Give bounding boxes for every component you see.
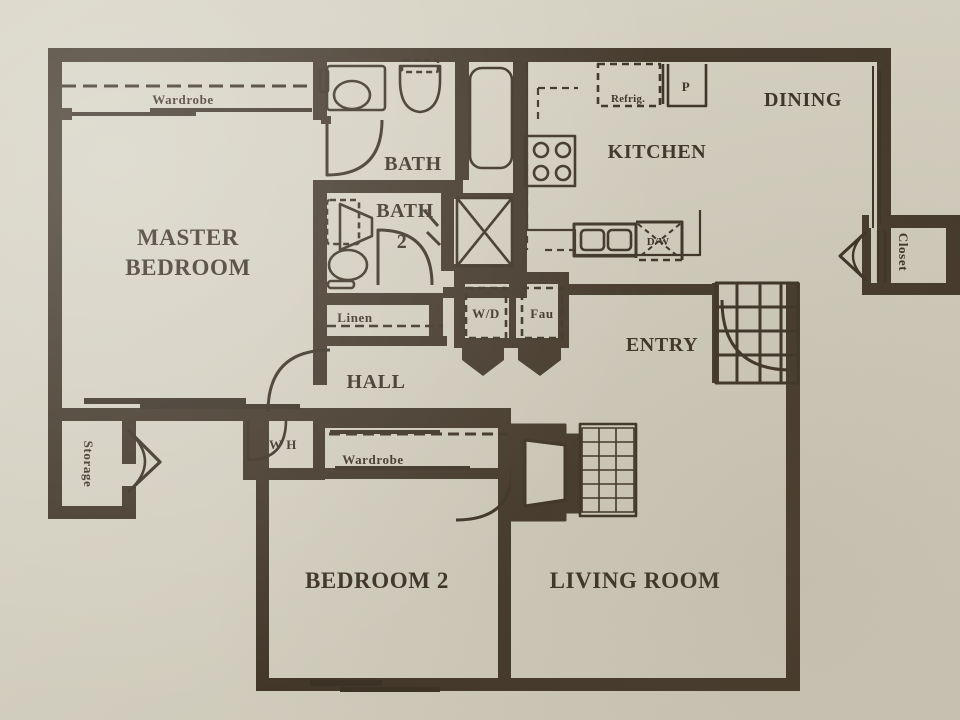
fixtures-group <box>62 58 887 692</box>
label-bedroom-2: BEDROOM 2 <box>305 568 449 593</box>
label-dining: DINING <box>764 89 842 111</box>
label-washer-dryer: W/D <box>472 306 500 321</box>
label-living-room: LIVING ROOM <box>550 568 721 593</box>
label-water-heater: W H <box>269 437 297 452</box>
label-dishwasher: D/W <box>647 236 670 248</box>
label-storage: Storage <box>81 441 96 488</box>
label-master-bedroom-line2: BEDROOM <box>125 255 251 280</box>
label-furnace: Fau <box>530 306 553 321</box>
walls-group <box>48 48 960 691</box>
label-bath2-line2: 2 <box>397 231 408 253</box>
label-kitchen: KITCHEN <box>608 141 707 163</box>
label-entry: ENTRY <box>626 334 698 356</box>
label-linen-closet: Linen <box>337 310 373 325</box>
label-master-bedroom-line1: MASTER <box>137 225 239 250</box>
label-hall: HALL <box>346 371 405 393</box>
label-pantry: P <box>682 79 691 94</box>
label-dining-closet: Closet <box>896 233 911 271</box>
label-bedroom2-wardrobe: Wardrobe <box>342 452 404 467</box>
labels-group: MASTER BEDROOM BATH BATH 2 KITCHEN DININ… <box>81 79 911 593</box>
label-refrigerator: Refrig. <box>611 93 645 105</box>
label-master-wardrobe: Wardrobe <box>152 92 214 107</box>
label-bath2-line1: BATH <box>376 200 434 222</box>
label-bath: BATH <box>384 153 442 175</box>
